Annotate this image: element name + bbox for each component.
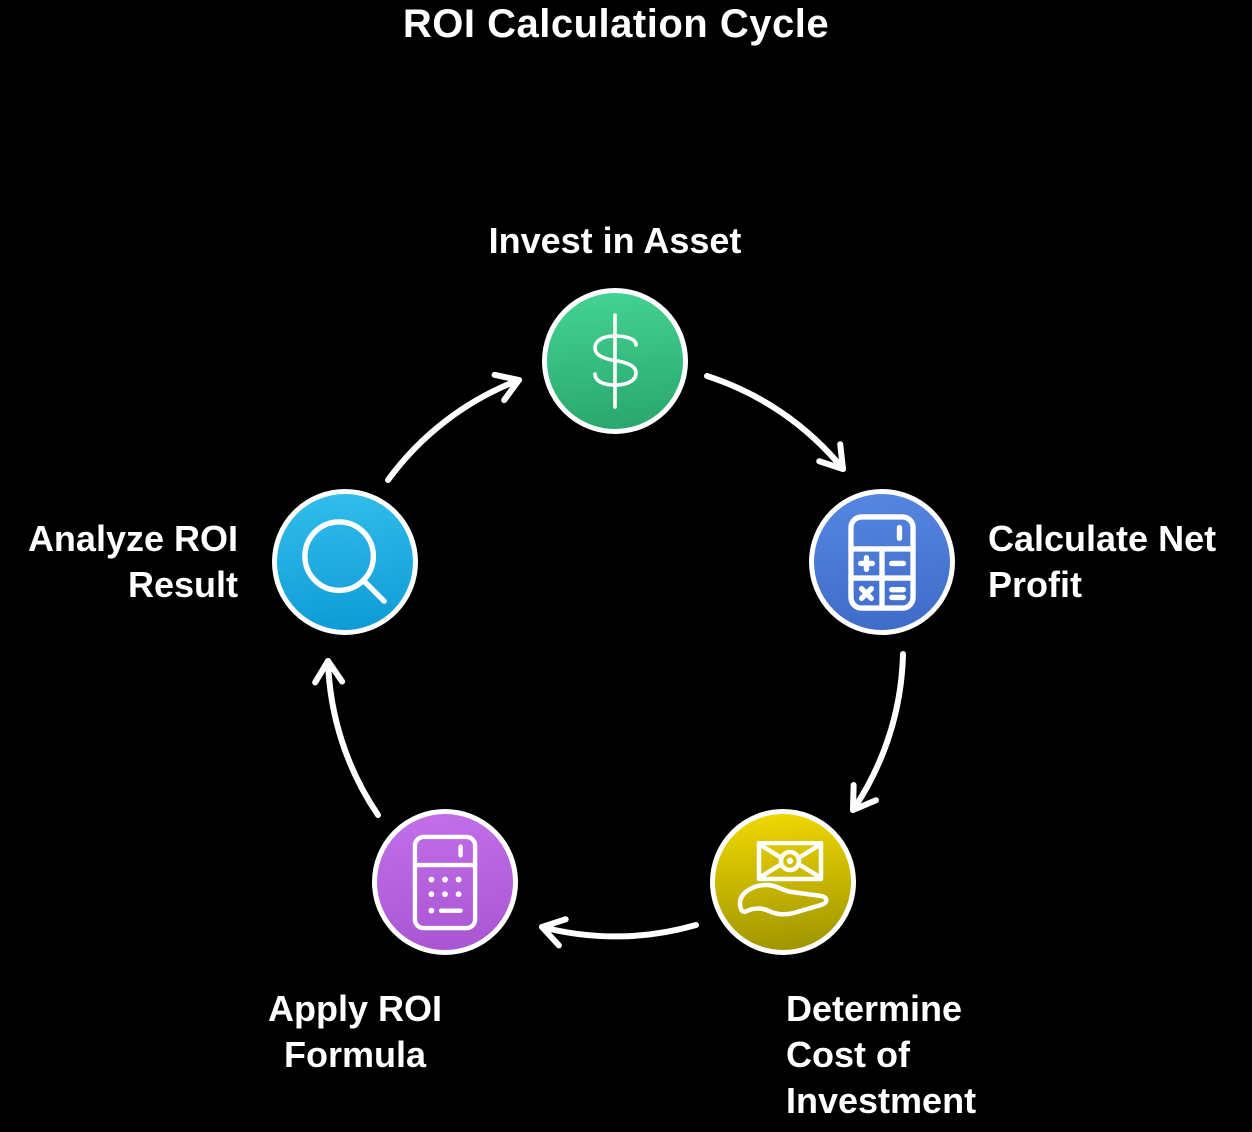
step-label-apply-roi-formula: Apply ROI Formula [267,988,442,1075]
step-label-analyze-roi-result: Analyze ROI Result [27,518,238,605]
node-invest-in-asset [542,288,688,434]
node-apply-roi-formula [372,809,518,955]
magnifier-icon [302,519,387,604]
calculator-icon [848,513,916,611]
node-determine-cost [710,809,856,955]
arrow-profit-to-cost [850,651,906,813]
node-analyze-roi-result [272,489,418,635]
arrow-invest-to-profit [704,373,846,472]
diagram-title: ROI Calculation Cycle [402,2,830,46]
step-label-calculate-net-profit: Calculate Net Profit [988,518,1217,605]
arrow-cost-to-formula [539,916,699,949]
dollar-sign-icon [593,313,638,409]
node-calculate-net-profit [809,489,955,635]
money-in-hand-icon [737,841,829,917]
arrow-formula-to-analyze [312,658,381,818]
arrow-analyze-to-invest [385,371,522,483]
step-label-invest-in-asset: Invest in Asset [488,220,742,261]
calculator-dots-icon [412,834,478,930]
step-label-determine-cost: Determine Cost of Investment [786,988,977,1121]
